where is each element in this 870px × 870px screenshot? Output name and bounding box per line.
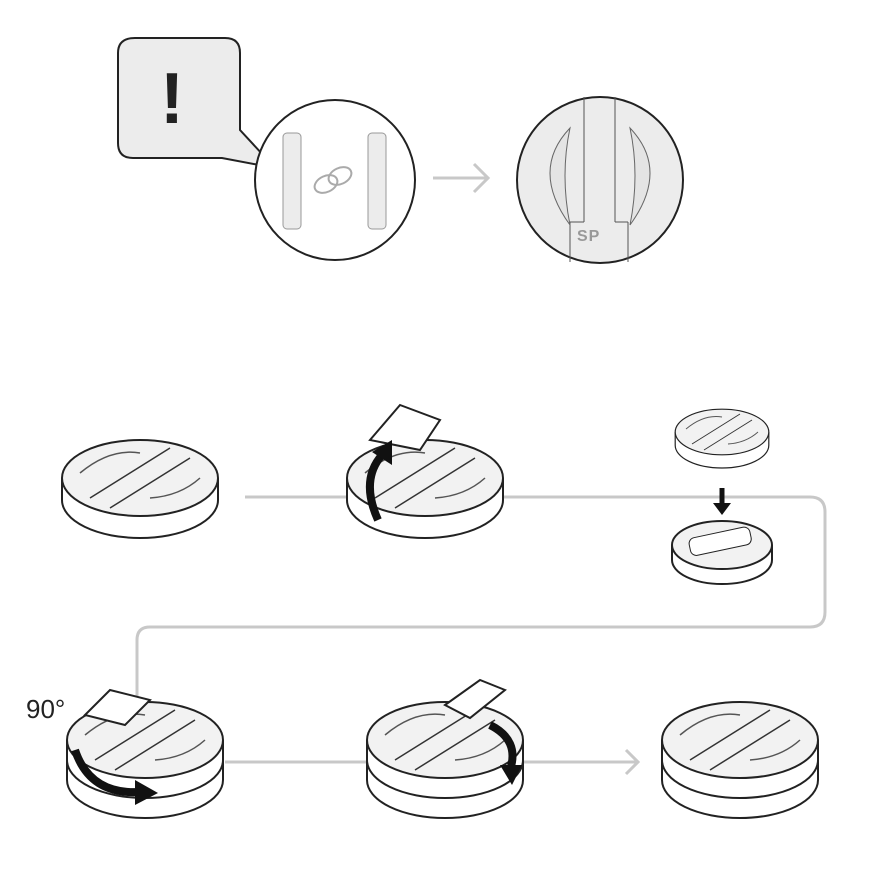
adapter-step-5 bbox=[366, 701, 524, 819]
arrow-right-icon-bottom bbox=[600, 748, 641, 776]
lever-lift bbox=[368, 403, 442, 452]
rotate-arrow-icon bbox=[71, 748, 141, 797]
link-icon bbox=[313, 166, 353, 194]
warning-symbol: ! bbox=[160, 59, 184, 139]
arrow-right-icon bbox=[433, 162, 491, 194]
rotation-label: 90° bbox=[26, 694, 66, 724]
step-connector-line bbox=[135, 495, 827, 700]
adapter-attached-circle bbox=[516, 96, 684, 264]
adapter-step-6 bbox=[661, 701, 819, 819]
warning-callout bbox=[117, 37, 278, 170]
adapter-step-1 bbox=[61, 439, 219, 539]
phone-back-circle bbox=[254, 99, 416, 261]
adapter-step-4 bbox=[66, 701, 224, 819]
curved-arrow-up-icon bbox=[365, 452, 386, 522]
sp-logo: SP bbox=[577, 228, 601, 245]
adapter-step-3-top bbox=[674, 408, 770, 469]
base-mount bbox=[671, 520, 773, 585]
